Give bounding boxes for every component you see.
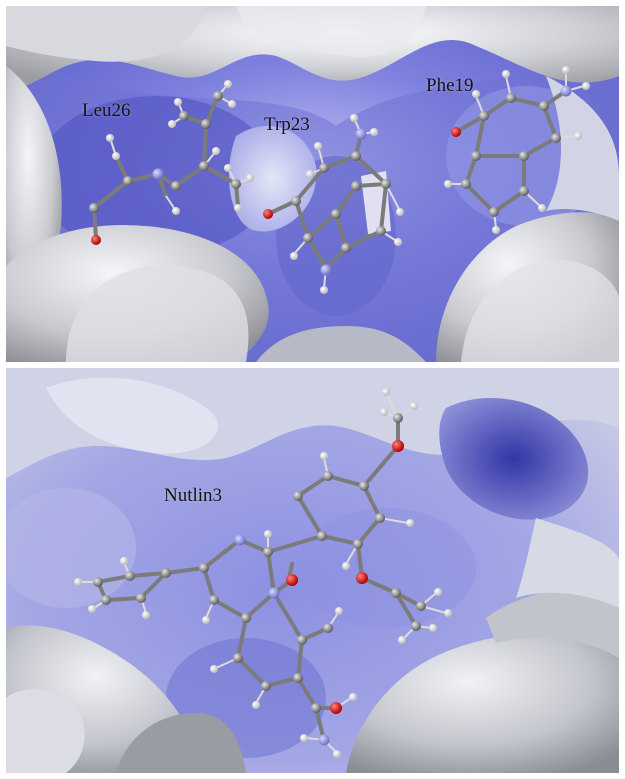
bottom-panel-molecular-surface: Nutlin3 [6,368,619,773]
top-panel-rendering [6,6,619,362]
nutlin3-molecule [74,388,452,758]
label-nutlin3: Nutlin3 [164,485,223,506]
phe19-molecule [444,66,590,234]
trp23-molecule [263,114,404,294]
label-trp23: Trp23 [264,114,310,135]
bottom-panel-rendering [6,368,619,773]
label-phe19: Phe19 [426,75,474,96]
top-panel-molecular-surface: Leu26 Trp23 Phe19 [6,6,619,362]
leu26-molecule [89,80,254,245]
label-leu26: Leu26 [82,100,131,121]
